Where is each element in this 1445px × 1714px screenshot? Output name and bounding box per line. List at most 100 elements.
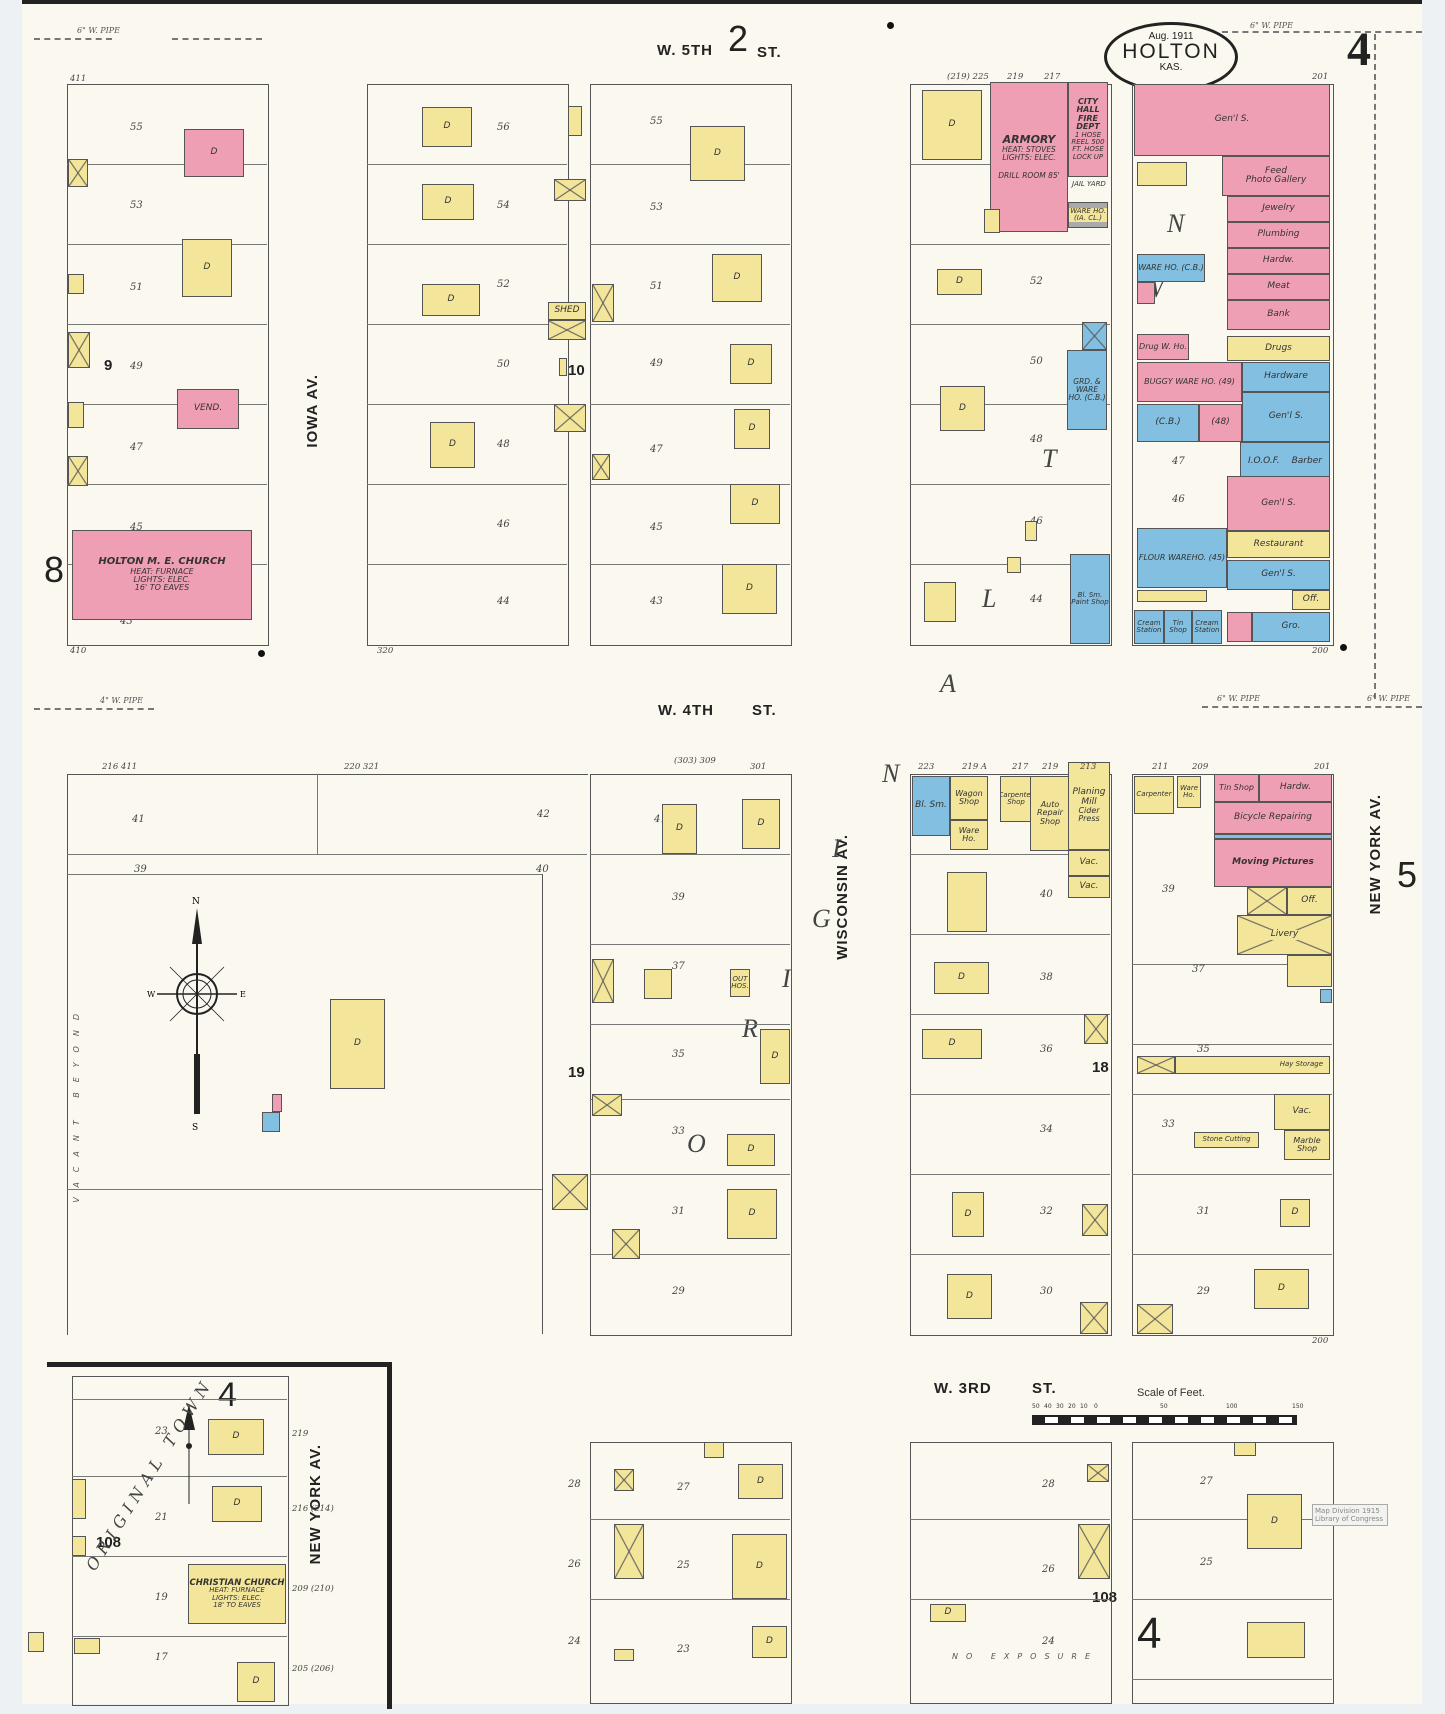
shed bbox=[1078, 1524, 1110, 1579]
title-cartouche: Aug. 1911 HOLTON KAS. bbox=[1104, 22, 1238, 92]
block-bottom-mid bbox=[910, 1442, 1112, 1704]
restaurant: Restaurant bbox=[1227, 531, 1330, 558]
lot-54: 54 bbox=[497, 200, 510, 211]
shed bbox=[614, 1469, 634, 1491]
inset-address-216: 216 (214) bbox=[292, 1504, 334, 1514]
address-410: 410 bbox=[70, 646, 87, 656]
small-blue bbox=[262, 1112, 280, 1132]
original-town-i2: I bbox=[832, 834, 841, 863]
lot-29: 29 bbox=[1197, 1286, 1210, 1297]
water-pipe-top-right bbox=[1222, 31, 1422, 33]
ware-house: WARE HO. (IA. CL.) bbox=[1068, 202, 1108, 228]
lot-39: 39 bbox=[134, 864, 147, 875]
block-10 bbox=[590, 84, 792, 646]
lot-40: 40 bbox=[1040, 889, 1053, 900]
dwelling: D bbox=[752, 1626, 787, 1658]
block-108-bottom bbox=[1132, 1442, 1334, 1704]
shed bbox=[1137, 1056, 1175, 1074]
shed bbox=[68, 159, 88, 187]
dwelling: D bbox=[208, 1419, 264, 1455]
adjoining-sheet-right: 5 bbox=[1397, 854, 1418, 895]
lot-45: 45 bbox=[130, 522, 143, 533]
outbuilding bbox=[28, 1632, 44, 1652]
ware-house: Ware Ho. bbox=[950, 820, 988, 850]
outbuilding bbox=[644, 969, 672, 999]
water-pipe-w4th bbox=[34, 708, 154, 710]
vacant-1: Vac. bbox=[1068, 850, 1110, 876]
address-219b: 219 bbox=[1042, 762, 1059, 772]
lot-38: 38 bbox=[1040, 972, 1053, 983]
well-pump bbox=[1320, 989, 1332, 1003]
shed bbox=[68, 332, 90, 368]
dwelling: D bbox=[430, 422, 475, 468]
scale-bar bbox=[1032, 1415, 1297, 1425]
lot-55: 55 bbox=[130, 122, 143, 133]
lot-28b: 28 bbox=[1042, 1479, 1055, 1490]
shed bbox=[552, 1174, 588, 1210]
blacksmith: Bl. Sm. bbox=[912, 776, 950, 836]
dwelling: D bbox=[422, 284, 480, 316]
shed bbox=[554, 179, 586, 201]
dwelling: D bbox=[937, 269, 982, 295]
dwelling: D bbox=[212, 1486, 262, 1522]
outbuilding bbox=[704, 1442, 724, 1458]
shed-building: SHED bbox=[548, 302, 586, 320]
blacksmith-paint-shop: Bl. Sm. Paint Shop bbox=[1070, 554, 1110, 644]
pink-small bbox=[1227, 612, 1252, 642]
inset-address-205: 205 (206) bbox=[292, 1664, 334, 1674]
title-state: KAS. bbox=[1159, 62, 1183, 73]
ware-house: Ware Ho. bbox=[1177, 776, 1201, 808]
lot-26b: 26 bbox=[1042, 1564, 1055, 1575]
dwelling: D bbox=[1247, 1494, 1302, 1549]
livery-ext bbox=[1287, 955, 1332, 987]
drug-warehouse: Drug W. Ho. bbox=[1137, 334, 1189, 360]
block-southwest bbox=[67, 774, 588, 1335]
lot-39: 39 bbox=[672, 892, 685, 903]
lot-37: 37 bbox=[1192, 964, 1205, 975]
store-jewelry: Jewelry bbox=[1227, 196, 1330, 222]
vacant: Vac. bbox=[1274, 1094, 1330, 1130]
bicycle-repairing: Bicycle Repairing bbox=[1214, 802, 1332, 834]
carpenter: Carpenter bbox=[1134, 776, 1174, 814]
dwelling: D bbox=[732, 1534, 787, 1599]
lot-49: 49 bbox=[130, 361, 143, 372]
original-town-g: G bbox=[812, 904, 831, 933]
street-iowa-av: IOWA AV. bbox=[304, 374, 321, 448]
store-plumbing: Plumbing bbox=[1227, 222, 1330, 248]
lot-40: 40 bbox=[536, 864, 549, 875]
original-town-r: R bbox=[742, 1014, 758, 1043]
dwelling: D bbox=[330, 999, 385, 1089]
lot-44: 44 bbox=[1030, 594, 1043, 605]
vend-building: VEND. bbox=[177, 389, 239, 429]
store-hardware: Hardw. bbox=[1227, 248, 1330, 274]
lot-25: 25 bbox=[677, 1560, 690, 1571]
outbuilding bbox=[1007, 557, 1021, 573]
shed bbox=[1080, 1302, 1108, 1334]
street-w5th: W. 5TH bbox=[657, 42, 714, 59]
city-hall-fire-dept: CITY HALL FIRE DEPT 1 HOSE REEL 500 FT. … bbox=[1068, 82, 1108, 177]
dwelling: D bbox=[727, 1134, 775, 1166]
drugs: Drugs bbox=[1227, 336, 1330, 361]
wagon-shop: Wagon Shop bbox=[950, 776, 988, 820]
shed bbox=[1137, 1304, 1173, 1334]
svg-text:E: E bbox=[240, 990, 246, 999]
gen-s-blue: Gen'l S. bbox=[1242, 392, 1330, 442]
lot-25c: 25 bbox=[1200, 1557, 1213, 1568]
pipe-label-mid-right-2: 6" W. PIPE bbox=[1367, 694, 1410, 703]
lot-26: 26 bbox=[568, 1559, 581, 1570]
christian-church: CHRISTIAN CHURCH HEAT: FURNACE LIGHTS: E… bbox=[188, 1564, 286, 1624]
lot-24: 24 bbox=[568, 1636, 581, 1647]
block-wisconsin-east bbox=[910, 774, 1112, 1336]
dwelling: D bbox=[1280, 1199, 1310, 1227]
lot-51: 51 bbox=[650, 281, 663, 292]
lot-33: 33 bbox=[672, 1126, 685, 1137]
tin-shop: Tin Shop bbox=[1214, 774, 1259, 802]
shed bbox=[592, 959, 614, 1003]
inset-lot-17: 17 bbox=[155, 1652, 168, 1663]
gen-s-pink: Gen'l S. bbox=[1227, 476, 1330, 531]
lot-44: 44 bbox=[497, 596, 510, 607]
block-number-9: 9 bbox=[104, 357, 113, 374]
ware-ho-cb: WARE HO. (C.B.) bbox=[1137, 254, 1205, 282]
block-9 bbox=[67, 84, 269, 646]
vacant-2: Vac. bbox=[1068, 876, 1110, 898]
